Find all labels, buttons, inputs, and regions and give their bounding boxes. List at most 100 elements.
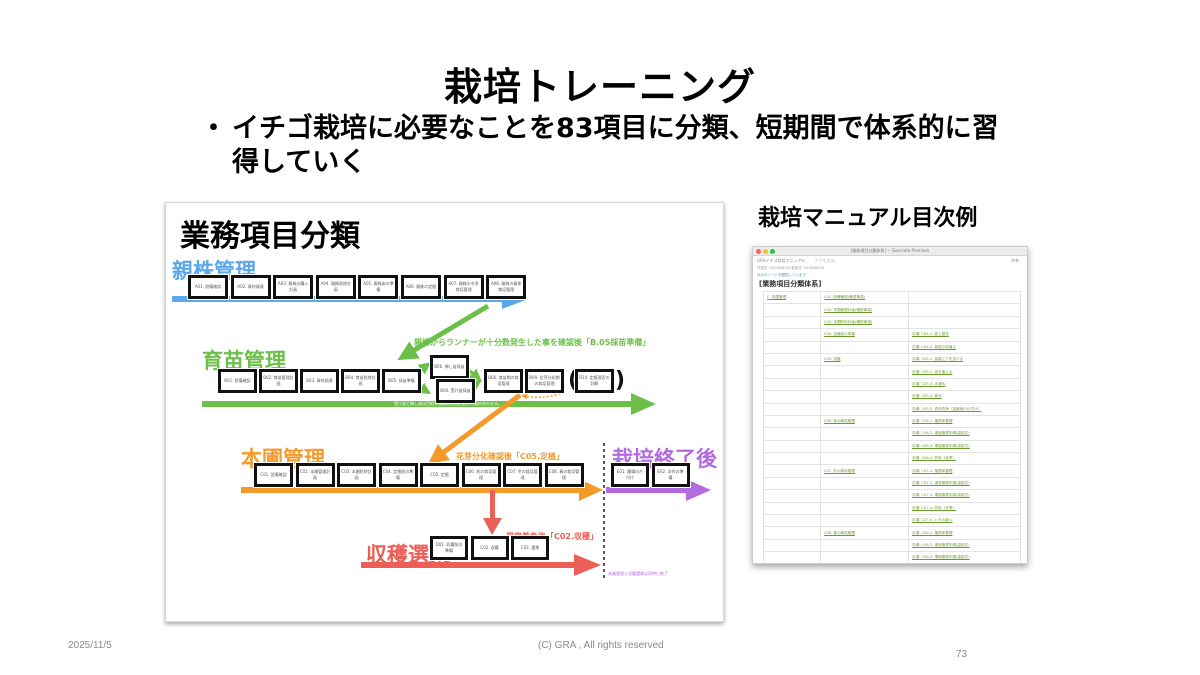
arrows-layer: ( ) [172, 289, 711, 581]
connector-a-to-b [397, 303, 490, 361]
notebook-name: GRAイチゴ栽培マニュアル [757, 258, 806, 263]
slide-title: 栽培トレーニング [443, 65, 756, 109]
task-box-b: B10. 定植適否の判断 [574, 368, 615, 394]
section-c-note: 花芽分化確認後「C05.定植」 [456, 452, 565, 461]
footer-copyright: (C) GRA , All rights reserved [538, 640, 664, 651]
toc-row: C04. 定植前の準備手順: C04-1. 畝上擬充 [763, 328, 1021, 342]
toc-link [820, 377, 909, 392]
toc-link[interactable]: 手順: C07-3. 環境管理手順(高設式) [908, 489, 1021, 503]
bullet-text: イチゴ栽培に必要なことを83項目に分類、短期間で体系的に習得していく [232, 113, 999, 178]
task-box-b: B06. 育苗期の栽培管理 [483, 368, 524, 394]
task-box-a: A02. 資材調達 [229, 274, 272, 300]
toc-row: 手順: C05-5. 資材洗浄（定植後の片付け） [763, 402, 1021, 416]
toc-row: 手順: C04-2. 育苗の仮植え [763, 340, 1021, 354]
task-box-a: A01. 設備確認 [187, 274, 229, 300]
task-box-a: A07. 親株の冬季栽培管理 [442, 274, 485, 300]
toc-link [820, 427, 909, 441]
toc-link [763, 476, 821, 491]
toc-link[interactable]: 手順: C05-5. 資材洗浄（定植後の片付け） [908, 402, 1021, 416]
toc-row: 手順: C06-2. 灌液管理手順(高設式) [763, 427, 1021, 441]
toc-link [820, 501, 909, 516]
window-title: [業務項目分類体系] — Evernote Premium [850, 248, 930, 253]
toc-link[interactable]: 手順: C06-3. 環境管理手順(高設式) [908, 439, 1021, 454]
manual-screenshot-window: [業務項目分類体系] — Evernote Premium GRAイチゴ栽培マニ… [752, 246, 1028, 564]
timeline-arrowhead-b [631, 393, 656, 415]
toc-row: 手順: C07-4. 防除（冬季） [763, 501, 1021, 516]
toc-link[interactable]: 手順: C07-4. 防除（冬季） [908, 501, 1021, 516]
toc-link[interactable]: C03. 本圃防除計画(確認事項) [820, 315, 909, 330]
toc-link[interactable]: C02. 本圃管理計画(確認事項) [820, 303, 909, 317]
section-b-note: 親株からランナーが十分数発生した事を確認後「B.05採苗準備」 [414, 338, 651, 347]
toc-row: C03. 本圃防除計画(確認事項) [763, 315, 1021, 330]
toc-link[interactable]: C06. 秋の栽培管理 [820, 414, 909, 429]
task-box-a: A06. 親株の定植 [400, 274, 442, 300]
dotted-return-arrow [521, 391, 565, 400]
toc-link[interactable]: 手順: C07-2. 灌液管理手順(高設式) [908, 476, 1021, 491]
paren-close: ) [615, 368, 625, 393]
workflow-diagram: 業務項目分類 [165, 202, 724, 622]
toc-row: 手順: C06-4. 防除（秋季） [763, 452, 1021, 466]
toc-row: 手順: C08-2. 灌液管理手順(高設式) [763, 538, 1021, 553]
toc-link [820, 452, 909, 466]
toc-link[interactable]: C04. 定植前の準備 [820, 328, 909, 342]
toc-link[interactable]: C. 本圃管理 [763, 290, 821, 305]
toc-link [763, 538, 821, 553]
toc-link[interactable]: 手順: C06-2. 灌液管理手順(高設式) [908, 427, 1021, 441]
task-box-c: C04. 定植前の準備 [377, 462, 419, 488]
toc-link [820, 538, 909, 553]
toc-link[interactable]: 手順: C08-3. 環境管理手順(高設式) [908, 551, 1021, 563]
task-box-b: B05. 採苗準備 [381, 368, 422, 394]
timeline-bar-b [202, 401, 642, 407]
footer-page-number: 73 [956, 649, 968, 660]
toc-row: 手順: C07-3. 環境管理手順(高設式) [763, 489, 1021, 503]
toc-link[interactable]: 手順: C04-1. 畝上擬充 [908, 328, 1021, 342]
timeline-bar-a [172, 296, 502, 302]
toc-link [820, 439, 909, 454]
timeline-arrowhead-d [574, 554, 601, 576]
manual-title: 栽培マニュアル目次例 [758, 206, 978, 231]
toc-link [763, 551, 821, 563]
toc-link [908, 303, 1021, 317]
toc-link [820, 390, 909, 404]
toc-row: C02. 本圃管理計画(確認事項) [763, 303, 1021, 317]
toc-link[interactable]: C01. 設備確認(確認事項) [820, 290, 909, 305]
task-box-d: D01. 収穫前の準備 [429, 535, 469, 561]
connector-c-to-d [490, 490, 495, 520]
window-toolbar: GRAイチゴ栽培マニュアル タグを追加 共有 [753, 256, 1027, 265]
task-box-a: A05. 親株床の準備 [357, 274, 400, 300]
toc-link[interactable]: 手順: C07-1. 植物体管理 [908, 464, 1021, 478]
share-label: 共有 [1011, 258, 1019, 263]
toc-link[interactable]: 手順: C05-4. 遮光 [908, 390, 1021, 404]
task-box-a: A08. 親株の春季栽培管理 [485, 274, 528, 300]
paren-open: ( [568, 368, 578, 393]
toc-row: 手順: C07-2. 灌液管理手順(高設式) [763, 476, 1021, 491]
toc-link [763, 514, 821, 528]
toc-link [820, 514, 909, 528]
toc-row: 手順: C06-3. 環境管理手順(高設式) [763, 439, 1021, 454]
toc-link[interactable]: C07. 冬の栽培管理 [820, 464, 909, 478]
toc-link [763, 365, 821, 379]
toc-link[interactable]: 手順: C05-2. 苗を植える [908, 365, 1021, 379]
toc-link[interactable]: 手順: C04-2. 育苗の仮植え [908, 340, 1021, 354]
toc-link[interactable]: 手順: C06-1. 植物体管理 [908, 414, 1021, 429]
task-box-c: C01. 設備確認 [253, 462, 294, 488]
toc-link[interactable]: 手順: C05-1. 苗数に穴を空ける [908, 352, 1021, 367]
toc-link[interactable]: 手順: C08-2. 灌液管理手順(高設式) [908, 538, 1021, 553]
toc-link [763, 352, 821, 367]
task-box-c: C07. 冬の栽培管理 [502, 462, 543, 488]
toc-link [820, 476, 909, 491]
toc-row: 手順: C05-4. 遮光 [763, 390, 1021, 404]
toc-link[interactable]: 手順: C06-4. 防除（秋季） [908, 452, 1021, 466]
toc-link[interactable]: C05. 定植 [820, 352, 909, 367]
toc-link[interactable]: 手順: C08-1. 植物体管理 [908, 526, 1021, 540]
toc-link[interactable]: 手順: C05-3. 手灌水 [908, 377, 1021, 392]
footer-date: 2025/11/5 [68, 640, 112, 651]
toc-link[interactable]: 手順: C07-5. ハチの導入 [908, 514, 1021, 528]
task-box-c: C06. 秋の栽培管理 [460, 462, 502, 488]
toc-row: 手順: C05-3. 手灌水 [763, 377, 1021, 392]
connector-c-to-d-head [483, 518, 502, 535]
toc-link[interactable]: C08. 春の栽培管理 [820, 526, 909, 540]
toc-link [763, 340, 821, 354]
